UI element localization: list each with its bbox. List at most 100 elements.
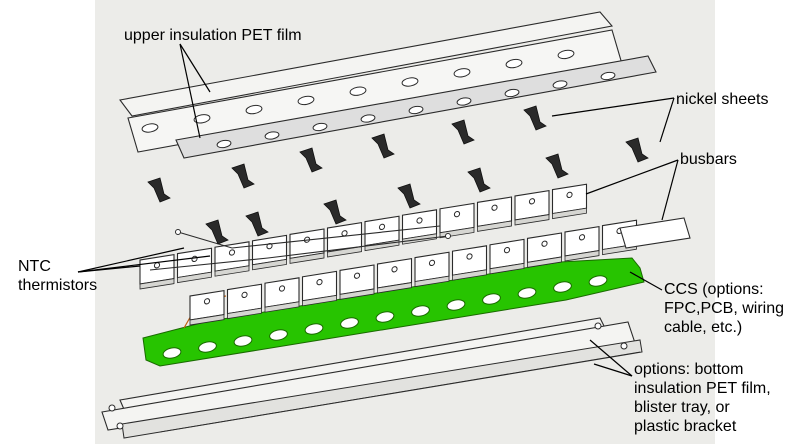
- busbar-front: [451, 245, 488, 281]
- busbar-hole: [428, 259, 436, 267]
- busbar-edge: [264, 301, 300, 313]
- busbar-hole: [491, 204, 498, 211]
- busbar-hole: [378, 223, 386, 231]
- busbar-front: [376, 257, 413, 294]
- busbar-rear: [401, 209, 438, 245]
- busbar-edge: [414, 275, 450, 288]
- leader-line: [77, 247, 185, 273]
- ntc-probe-tip: [175, 229, 181, 235]
- nickel-sheet: [451, 119, 475, 145]
- upper-film-hole: [245, 104, 263, 115]
- busbar-hole: [466, 253, 473, 260]
- bottom-film-hole: [116, 422, 124, 430]
- nickel-sheet: [299, 147, 323, 173]
- busbar-front: [226, 283, 263, 320]
- busbar-hole: [278, 285, 286, 292]
- upper-film-lower-hole: [408, 105, 424, 115]
- upper-film-lower-hole: [600, 71, 616, 81]
- upper-film-lower-hole: [456, 97, 472, 106]
- upper-film-lower-hole: [264, 131, 280, 140]
- leader-line: [77, 265, 141, 273]
- upper-film-lower-hole: [216, 139, 232, 149]
- busbar-hole: [203, 298, 211, 305]
- upper-film-lower-hole: [504, 88, 520, 98]
- busbar-rear: [551, 183, 588, 220]
- busbar-hole: [416, 217, 423, 224]
- ccs-slot-hole: [588, 275, 608, 287]
- ccs-slot-hole: [375, 311, 395, 323]
- leader-line: [593, 363, 633, 377]
- busbar-edge: [527, 256, 562, 268]
- label-nickel-sheets: nickel sheets: [676, 91, 769, 108]
- label-ccs: CCS (options: FPC,PCB, wiring cable, etc…: [664, 281, 785, 336]
- busbar-edge: [189, 314, 225, 326]
- busbar-edge: [489, 262, 525, 275]
- ccs-slot-hole: [411, 305, 430, 317]
- nickel-sheet: [625, 137, 649, 163]
- nickel-sheets: [147, 105, 649, 245]
- busbar-edge: [177, 271, 212, 284]
- busbar-rear: [476, 196, 513, 232]
- busbar-rear: [176, 247, 213, 284]
- busbar-hole: [241, 291, 248, 299]
- busbar-front: [414, 251, 450, 288]
- nickel-sheet: [205, 219, 229, 245]
- upper-film-hole: [297, 95, 315, 106]
- nickel-sheet: [323, 199, 347, 225]
- busbar-edge: [139, 278, 175, 290]
- busbar-hole: [316, 278, 323, 286]
- ntc-thermistor-wires: [149, 225, 451, 271]
- upper-film-hole: [557, 49, 575, 60]
- ccs-slot-hole: [304, 323, 324, 335]
- ccs-slot-hole: [482, 293, 501, 305]
- label-busbars: busbars: [680, 151, 737, 168]
- nickel-sheet: [397, 183, 421, 209]
- busbar-rear: [289, 228, 325, 264]
- ccs-slot-hole: [446, 299, 466, 311]
- ccs-slot-hole: [162, 347, 182, 359]
- ccs-slot-hole: [198, 341, 217, 353]
- busbar-front: [489, 238, 525, 275]
- busbar-hole: [353, 272, 361, 279]
- ccs-slot-hole: [517, 287, 537, 299]
- busbar-edge: [327, 246, 362, 258]
- ccs-slot-hole: [340, 317, 359, 329]
- leader-line: [589, 339, 633, 377]
- leader-line: [551, 97, 675, 117]
- busbar-edge: [564, 250, 600, 262]
- busbar-rear: [139, 253, 175, 290]
- label-bottom-options: options: bottom insulation PET film, bli…: [634, 361, 771, 435]
- ccs-slot-hole: [233, 335, 253, 347]
- nickel-sheet: [231, 163, 255, 189]
- busbar-edge: [514, 214, 550, 226]
- leader-line: [585, 159, 679, 195]
- upper-film-lower-hole: [360, 114, 376, 123]
- leader-line: [661, 159, 679, 221]
- upper-film-hole: [505, 58, 523, 69]
- busbar-front: [564, 225, 600, 262]
- ntc-wire-upper: [177, 225, 441, 249]
- upper-film-hole: [401, 77, 419, 87]
- busbar-rear: [514, 189, 550, 226]
- upper-insulation-film: [119, 11, 657, 159]
- leader-line: [179, 43, 211, 93]
- busbar-hole: [578, 234, 586, 241]
- upper-film-lower-hole: [312, 122, 328, 132]
- busbar-hole: [228, 249, 236, 256]
- busbar-rear: [326, 221, 363, 258]
- bottom-film-hole: [620, 342, 628, 350]
- leader-lines: [77, 43, 679, 377]
- nickel-sheet: [371, 133, 395, 159]
- nickel-sheet: [467, 167, 491, 193]
- upper-film-lower-hole: [552, 80, 568, 89]
- ccs-slot-hole: [269, 329, 288, 341]
- upper-film-hole: [349, 86, 367, 96]
- busbar-edge: [289, 252, 325, 264]
- ccs-slot-hole: [553, 281, 572, 293]
- busbar-hole: [528, 198, 536, 205]
- upper-film-hole: [453, 68, 471, 78]
- busbar-rear: [251, 234, 288, 271]
- leader-line: [179, 43, 201, 139]
